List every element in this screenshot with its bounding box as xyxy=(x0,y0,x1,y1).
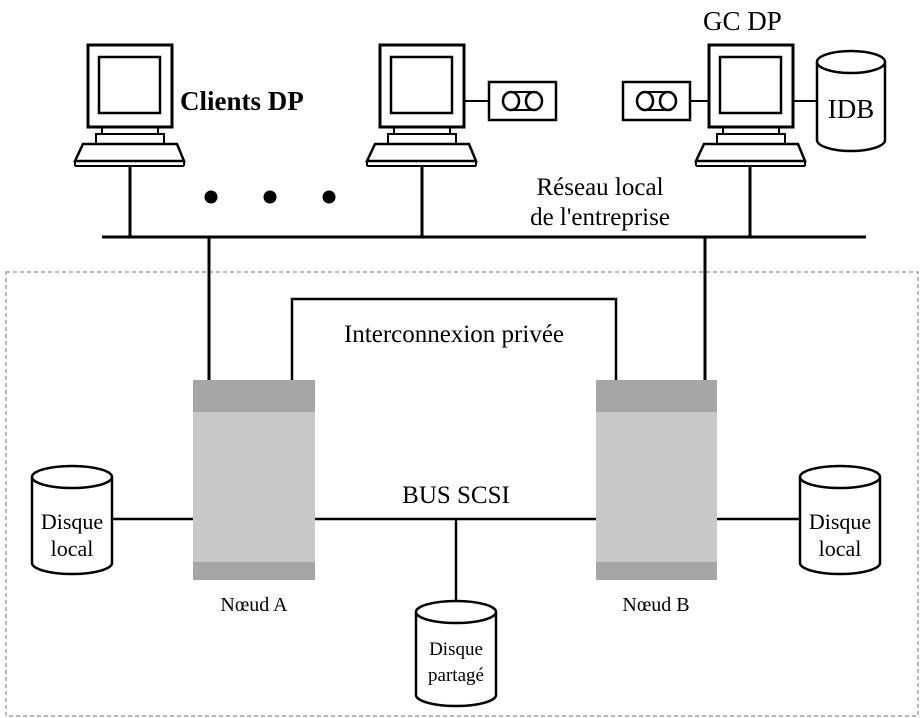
lan-label-line1: Réseau local xyxy=(536,174,663,201)
client-workstation-1 xyxy=(73,43,186,167)
clients-label: Clients DP xyxy=(180,86,304,116)
node-b-label: Nœud B xyxy=(622,594,689,616)
node-a-label: Nœud A xyxy=(220,594,288,616)
idb-label: IDB xyxy=(828,94,875,124)
computer-icon xyxy=(694,43,807,167)
node-a-server xyxy=(193,380,315,580)
shared-disk-label-line2: partagé xyxy=(428,665,484,686)
local-disk-a-icon xyxy=(30,464,114,576)
shared-disk-icon xyxy=(414,599,498,708)
scsi-bus-label: BUS SCSI xyxy=(402,482,510,509)
lan-label-line2: de l'entreprise xyxy=(530,204,670,231)
idb-database-icon xyxy=(815,49,887,153)
local-disk-a-label-line2: local xyxy=(51,536,94,561)
shared-disk-label-line1: Disque xyxy=(429,639,483,660)
local-disk-a-label-line1: Disque xyxy=(41,509,103,534)
computer-icon xyxy=(73,43,186,167)
client-workstation-2 xyxy=(365,43,558,167)
local-disk-b-icon xyxy=(798,464,882,576)
local-disk-b-label-line1: Disque xyxy=(809,509,871,534)
more-clients-ellipsis xyxy=(204,190,336,204)
local-disk-b-label-line2: local xyxy=(819,536,862,561)
private-interconnect-label: Interconnexion privée xyxy=(344,321,564,348)
computer-icon xyxy=(365,43,478,167)
tape-drive-icon xyxy=(487,80,558,122)
gc-workstation xyxy=(621,43,887,167)
gc-label: GC DP xyxy=(703,6,782,36)
node-b-server xyxy=(596,380,717,580)
cluster-boundary xyxy=(5,271,919,717)
private-interconnect-link xyxy=(290,297,618,380)
tape-drive-icon xyxy=(621,80,692,122)
